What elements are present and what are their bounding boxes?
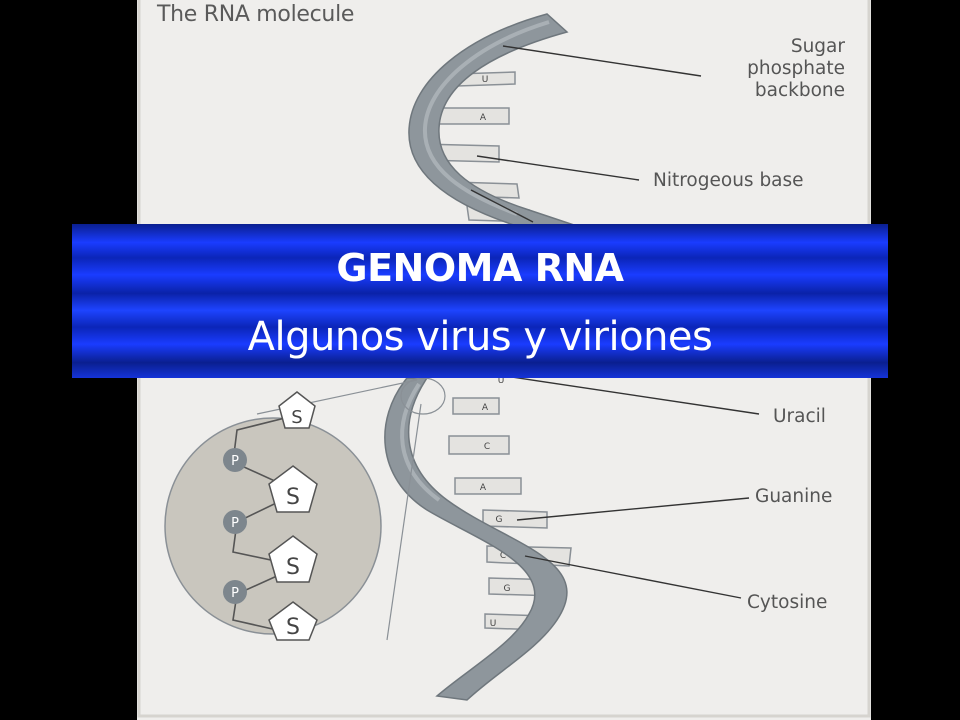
base-letter: C: [500, 551, 506, 561]
label-guanine: Guanine: [755, 486, 833, 507]
zoom-region-marker: [400, 377, 446, 415]
connector-line: [386, 403, 422, 641]
base-letter: U: [498, 376, 505, 386]
label-line: backbone: [754, 80, 845, 101]
leader-line-base: [476, 155, 640, 181]
rna-helix-diagram: U A A U U A C A G C G U: [137, 0, 871, 718]
leader-line-base-2: [470, 189, 534, 223]
diagram-title: The RNA molecule: [157, 2, 355, 27]
leader-line-sugar: [502, 45, 702, 77]
label-nitrogenous-base: Nitrogeous base: [653, 170, 804, 191]
backbone-highlight: [422, 20, 550, 216]
banner-title: GENOMA RNA: [336, 246, 624, 290]
sugar-pentagon: S: [278, 391, 316, 429]
label-line: Sugar: [790, 36, 845, 57]
phosphate-circle: P: [223, 580, 247, 604]
base-letter: C: [484, 442, 490, 452]
sugar-symbol: S: [286, 555, 300, 580]
label-uracil: Uracil: [773, 406, 826, 427]
label-cytosine: Cytosine: [747, 592, 828, 613]
sugar-pentagon: S: [268, 465, 318, 513]
base-rung: [452, 397, 500, 415]
base-rung: [482, 509, 548, 529]
base-letter: G: [504, 584, 511, 594]
leader-line-uracil: [504, 375, 760, 415]
sugar-pentagon: S: [268, 601, 318, 641]
base-letter: A: [480, 483, 487, 493]
phosphate-symbol: P: [231, 516, 239, 531]
inset-symbols: S S S S P P P: [223, 391, 318, 641]
phosphate-symbol: P: [231, 586, 239, 601]
sugar-symbol: S: [291, 407, 302, 428]
sugar-pentagon: S: [268, 535, 318, 583]
phosphate-symbol: P: [231, 454, 239, 469]
label-line: phosphate: [747, 58, 845, 79]
backbone-highlight: [400, 382, 441, 502]
backbone-strand-bottom: [384, 377, 568, 701]
base-letter: U: [490, 619, 497, 629]
banner-subtitle: Algunos virus y viriones: [247, 314, 713, 360]
leader-line-guanine: [516, 497, 750, 521]
backbone-inset: [164, 415, 382, 635]
phosphate-circle: P: [223, 448, 247, 472]
base-letter: A: [480, 113, 487, 123]
label-sugar-phosphate-backbone: Sugar phosphate backbone: [699, 36, 845, 102]
base-rung: [448, 435, 510, 455]
phosphate-circle: P: [223, 510, 247, 534]
leader-line-cytosine: [524, 555, 742, 599]
title-banner: GENOMA RNA Algunos virus y viriones: [72, 224, 888, 378]
callout-lines: [470, 45, 760, 599]
base-rung: [454, 477, 522, 495]
inset-circle: [164, 417, 382, 635]
sugar-symbol: S: [286, 485, 300, 510]
base-letter: U: [482, 75, 489, 85]
phosphate-chain: [232, 415, 302, 631]
sugar-symbol: S: [286, 615, 300, 640]
base-letter: A: [482, 403, 489, 413]
base-letter: G: [496, 515, 503, 525]
